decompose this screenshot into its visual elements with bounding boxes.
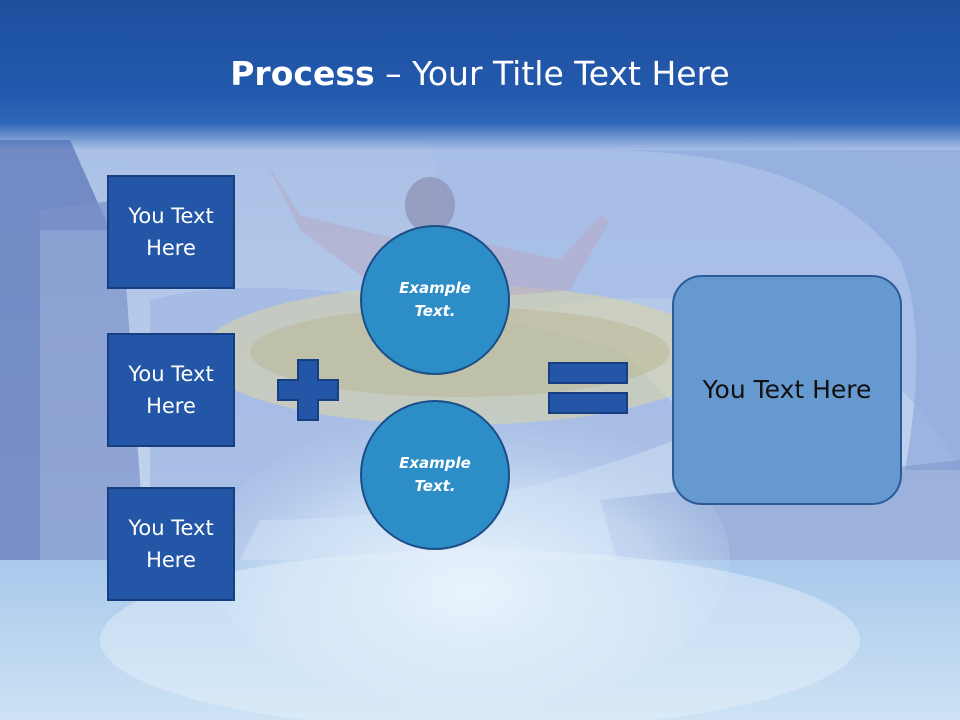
title-band — [0, 0, 960, 150]
example-circle-1-line2: Text. — [414, 302, 456, 320]
slide-title: Process – Your Title Text Here — [0, 52, 960, 96]
title-bold: Process — [230, 54, 375, 93]
input-box-3-line1: You Text — [128, 516, 214, 540]
input-box-3-line2: Here — [146, 548, 196, 572]
equals-icon — [548, 362, 628, 414]
input-box-1-line1: You Text — [128, 204, 214, 228]
title-rest: – Your Title Text Here — [374, 54, 730, 93]
result-box: You Text Here — [672, 275, 902, 505]
example-circle-1-line1: Example — [399, 279, 471, 297]
result-label: You Text Here — [702, 375, 872, 404]
example-circle-2-line2: Text. — [414, 477, 456, 495]
example-circle-2-line1: Example — [399, 454, 471, 472]
input-box-2-line1: You Text — [128, 362, 214, 386]
input-box-2-line2: Here — [146, 394, 196, 418]
plus-icon — [277, 359, 339, 421]
input-box-1-line2: Here — [146, 236, 196, 260]
